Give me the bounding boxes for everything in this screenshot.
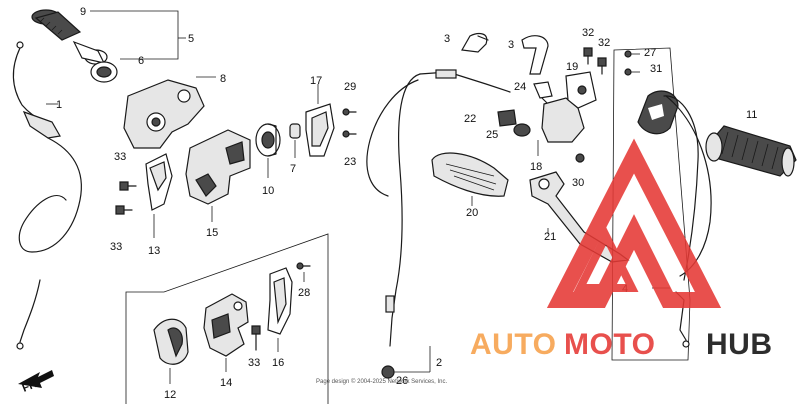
callout-2: 2: [436, 357, 442, 369]
watermark-triangle-outer: [546, 138, 722, 308]
lever-bracket-18: [537, 71, 597, 156]
callout-28: 28: [298, 287, 310, 299]
bolts-33: [115, 181, 137, 215]
clutch-cable: [366, 33, 549, 379]
optional-parts-box: [125, 233, 329, 404]
collar-10-7: [255, 123, 301, 178]
callout-31: 31: [650, 63, 662, 75]
callout-1: 1: [56, 99, 62, 111]
throttle-grip-assembly: [31, 9, 186, 83]
autmotohub-watermark: AUTO MOTO HUB: [470, 138, 773, 361]
callout-13: 13: [148, 245, 160, 257]
callout-15: 15: [206, 227, 218, 239]
callout-32-top: 32: [582, 27, 594, 39]
copyright-text: Page design © 2004-2025 Network Services…: [316, 378, 447, 385]
callout-27: 27: [644, 47, 656, 59]
callout-10: 10: [262, 185, 274, 197]
callout-29: 29: [344, 81, 356, 93]
callout-26: 26: [396, 375, 408, 387]
watermark-hub: HUB: [706, 328, 773, 361]
callout-32-mid: 32: [598, 37, 610, 49]
callout-16: 16: [272, 357, 284, 369]
callout-18: 18: [530, 161, 542, 173]
callout-8: 8: [220, 73, 226, 85]
callout-6: 6: [138, 55, 144, 67]
throttle-pulley-15: [185, 129, 251, 222]
cover-17: [305, 84, 357, 157]
callout-19: 19: [566, 61, 578, 73]
callout-33-bottom: 33: [110, 241, 122, 253]
callout-14: 14: [220, 377, 232, 389]
callout-3-right: 3: [508, 39, 514, 51]
watermark-triangle-inner: [573, 227, 639, 292]
callout-20: 20: [466, 207, 478, 219]
callout-30: 30: [572, 177, 584, 189]
watermark-moto: MOTO: [564, 328, 655, 361]
callout-33-box: 33: [248, 357, 260, 369]
watermark-auto: AUTO: [470, 328, 556, 361]
callout-33-top: 33: [114, 151, 126, 163]
hand-guard-20: [431, 152, 509, 206]
callout-12: 12: [164, 389, 176, 401]
callout-9: 9: [80, 6, 86, 18]
callout-7: 7: [290, 163, 296, 175]
callout-23: 23: [344, 156, 356, 168]
throttle-housing: [123, 76, 216, 149]
callout-17: 17: [310, 75, 322, 87]
callout-21: 21: [544, 231, 556, 243]
throttle-cable: [12, 41, 82, 350]
bolts-32-19: [575, 47, 607, 163]
front-direction-arrow: [18, 370, 54, 388]
callout-24: 24: [514, 81, 526, 93]
upper-holder-13: [145, 153, 173, 238]
callout-11: 11: [746, 109, 757, 121]
callout-25: 25: [486, 129, 498, 141]
callout-5: 5: [188, 33, 194, 45]
callout-22: 22: [464, 113, 476, 125]
callout-3-left: 3: [444, 33, 450, 45]
left-grip-11: [705, 125, 797, 177]
cable-adjuster-22-25-24: [497, 81, 553, 137]
